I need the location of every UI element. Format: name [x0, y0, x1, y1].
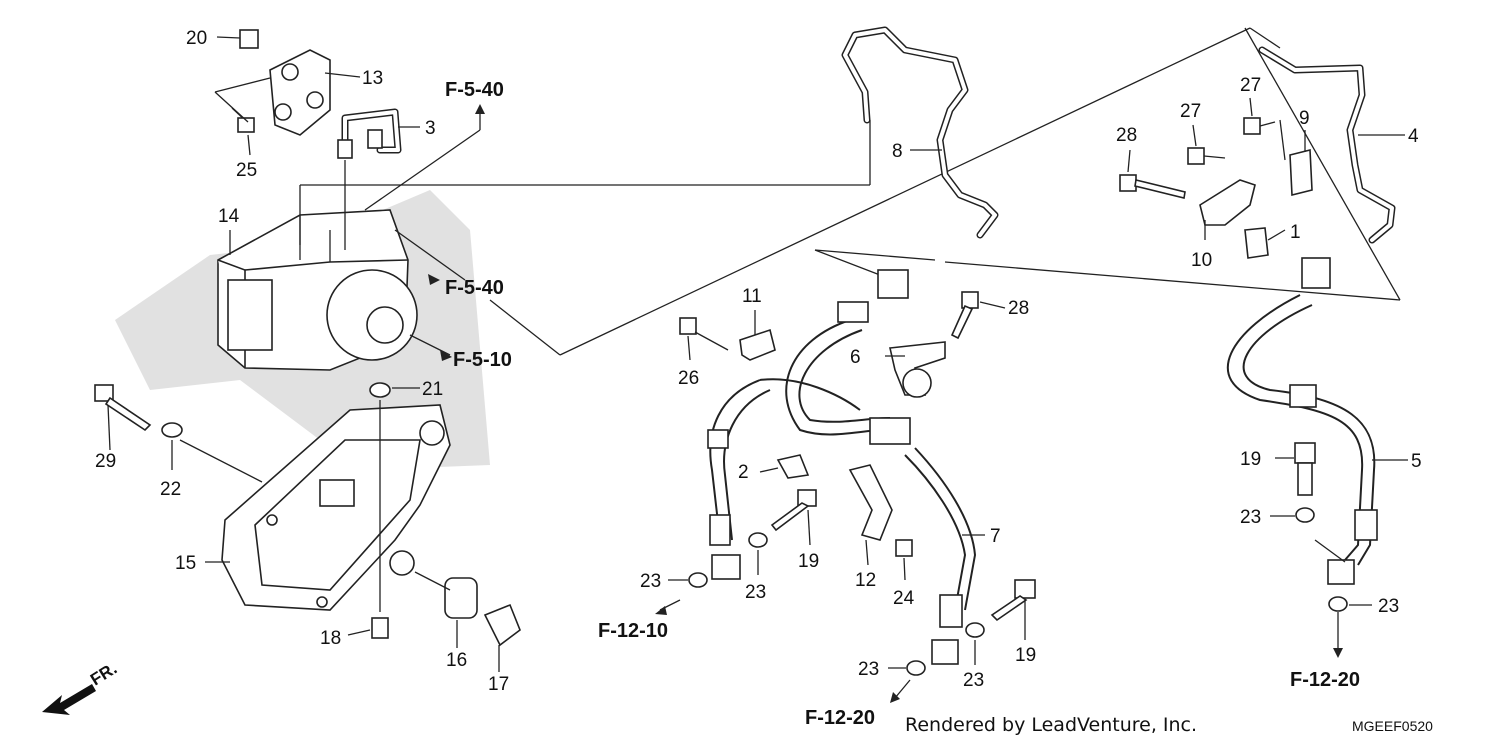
label-4: 4: [1408, 126, 1419, 147]
label-16: 16: [446, 650, 467, 671]
label-23-b: 23: [745, 582, 766, 603]
ref-arrow-f1210: [655, 606, 667, 615]
label-28-right: 28: [1116, 125, 1137, 146]
bolt-28-center: [950, 291, 979, 340]
clip-2: [776, 454, 810, 479]
label-22: 22: [160, 479, 181, 500]
label-23-c: 23: [858, 659, 879, 680]
label-27-b: 27: [1240, 75, 1261, 96]
clip-1: [1244, 227, 1269, 259]
ref-arrow-f1220-right: [1333, 648, 1343, 658]
ref-f510: F-5-10: [453, 349, 512, 371]
washer-23-c: [906, 660, 926, 676]
label-14: 14: [218, 206, 240, 227]
banjo-center-right: [931, 639, 959, 665]
brake-pipe-4: [1258, 46, 1396, 244]
clip-nut: [239, 29, 259, 49]
credit-text: Rendered by LeadVenture, Inc.: [905, 714, 1197, 736]
washer-23-e: [1295, 507, 1315, 523]
three-way-joint: [814, 27, 1401, 301]
label-25: 25: [236, 160, 257, 181]
washer-22: [161, 422, 183, 438]
bolt-29: [94, 384, 152, 432]
banjo-center-left: [711, 554, 741, 580]
washer-23-d: [965, 622, 985, 638]
brake-hose-5: [1227, 257, 1378, 585]
bolt-19-center: [770, 489, 817, 532]
leader-lines: [107, 36, 1408, 672]
brake-pipe-3: [337, 108, 402, 159]
label-23-f: 23: [1378, 596, 1399, 617]
abs-modulator-group: [115, 27, 1281, 470]
label-20: 20: [186, 28, 207, 49]
clamp-6: [889, 341, 946, 398]
label-19-lower: 19: [1015, 645, 1036, 666]
label-8: 8: [892, 141, 903, 162]
label-6: 6: [850, 347, 861, 368]
grommet-16: [444, 577, 478, 619]
washer-23-f: [1328, 596, 1348, 612]
label-17: 17: [488, 674, 509, 695]
label-29: 29: [95, 451, 116, 472]
label-5: 5: [1411, 451, 1422, 472]
grommet-21: [369, 382, 391, 398]
label-18: 18: [320, 628, 341, 649]
washer-23-a: [688, 572, 708, 588]
label-2: 2: [738, 462, 749, 483]
drawing-code: MGEEF0520: [1352, 718, 1433, 734]
brake-hose-main: [707, 301, 977, 628]
bracket-11: [739, 328, 776, 361]
bolt-26: [679, 317, 729, 351]
ref-arrow-f1220-center: [890, 692, 900, 703]
ref-f540-mid: F-5-40: [445, 277, 504, 299]
ref-f1220-center: F-12-20: [805, 707, 875, 729]
bolt-27-a: [1187, 147, 1226, 165]
bracket-10: [1199, 179, 1256, 226]
abs-modulator: [217, 209, 418, 371]
bracket-12: [848, 464, 893, 541]
collar-17: [483, 603, 521, 647]
part-number-labels: 20 13 3 25 14 21 29 22 15 18 16 17 8 11 …: [95, 28, 1422, 695]
bolt-19-right: [1294, 442, 1316, 496]
ref-f540-top: F-5-40: [445, 79, 504, 101]
label-28-center: 28: [1008, 298, 1029, 319]
label-1: 1: [1290, 222, 1301, 243]
ref-arrow-f540: [428, 274, 440, 285]
label-7: 7: [990, 526, 1001, 547]
label-10: 10: [1191, 250, 1212, 271]
label-26: 26: [678, 368, 699, 389]
label-19-right: 19: [1240, 449, 1261, 470]
ref-f1220-right: F-12-20: [1290, 669, 1360, 691]
label-12: 12: [855, 570, 876, 591]
ref-arrow-up: [475, 104, 485, 114]
label-23-e: 23: [1240, 507, 1261, 528]
bolt-27-b: [1243, 117, 1276, 135]
label-23-a: 23: [640, 571, 661, 592]
joint-bracket: [269, 49, 331, 136]
label-23-d: 23: [963, 670, 984, 691]
label-11: 11: [742, 286, 762, 307]
stay-bracket: [221, 404, 451, 611]
washer-23-b: [748, 532, 768, 548]
ref-f1210: F-12-10: [598, 620, 668, 642]
front-arrow-icon: [42, 684, 96, 715]
label-27-a: 27: [1180, 101, 1201, 122]
stay-9: [1289, 148, 1313, 197]
label-13: 13: [362, 68, 383, 89]
bolt-18: [371, 400, 389, 639]
ref-arrow-f510: [440, 350, 452, 361]
label-24: 24: [893, 588, 915, 609]
bolt-28-right: [1119, 174, 1186, 199]
label-9: 9: [1299, 108, 1310, 129]
brake-pipe-8: [841, 26, 999, 239]
section-references: F-5-40 F-5-40 F-5-10 F-12-10 F-12-20 F-1…: [445, 79, 1360, 729]
label-21: 21: [422, 379, 443, 400]
bolt-19-lower: [990, 579, 1036, 622]
label-15: 15: [175, 553, 196, 574]
label-19-center: 19: [798, 551, 819, 572]
label-3: 3: [425, 118, 436, 139]
nut-24: [895, 539, 913, 557]
bolt-25: [231, 107, 255, 133]
